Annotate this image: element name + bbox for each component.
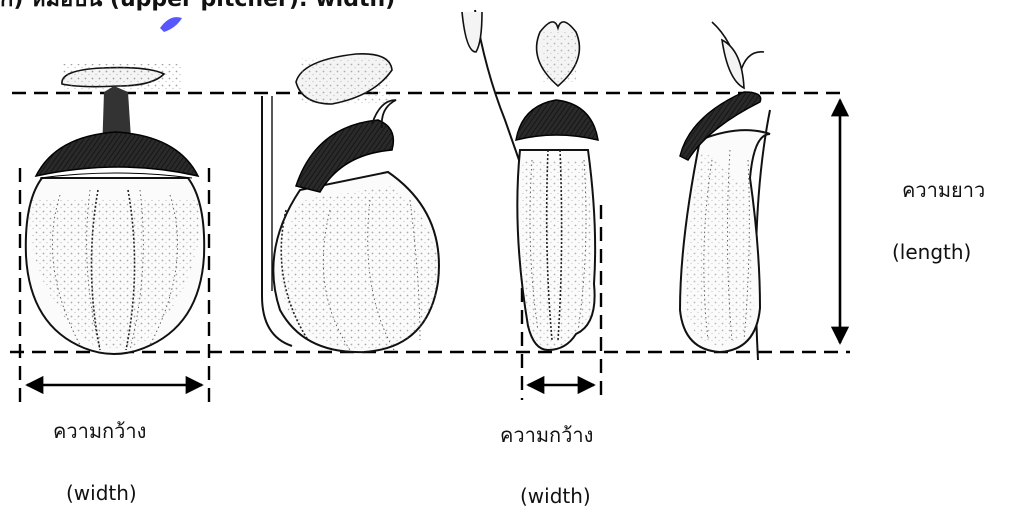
length-label-english: (length) xyxy=(892,240,971,264)
watermark-mark xyxy=(160,17,182,32)
width1-label-thai: ความกว้าง xyxy=(53,419,146,443)
pitcher-illustration-3 xyxy=(462,10,598,350)
length-label-thai: ความยาว xyxy=(902,178,985,202)
header-text: ก) หม้อบน (upper pitcher): width) xyxy=(0,0,395,12)
pitcher-illustration-2 xyxy=(262,54,439,352)
width1-label-english: (width) xyxy=(66,481,137,505)
width2-label-english: (width) xyxy=(520,484,591,508)
pitcher-illustration-4 xyxy=(680,22,770,360)
pitcher-illustration-1 xyxy=(26,64,204,354)
width2-label-thai: ความกว้าง xyxy=(500,423,593,447)
